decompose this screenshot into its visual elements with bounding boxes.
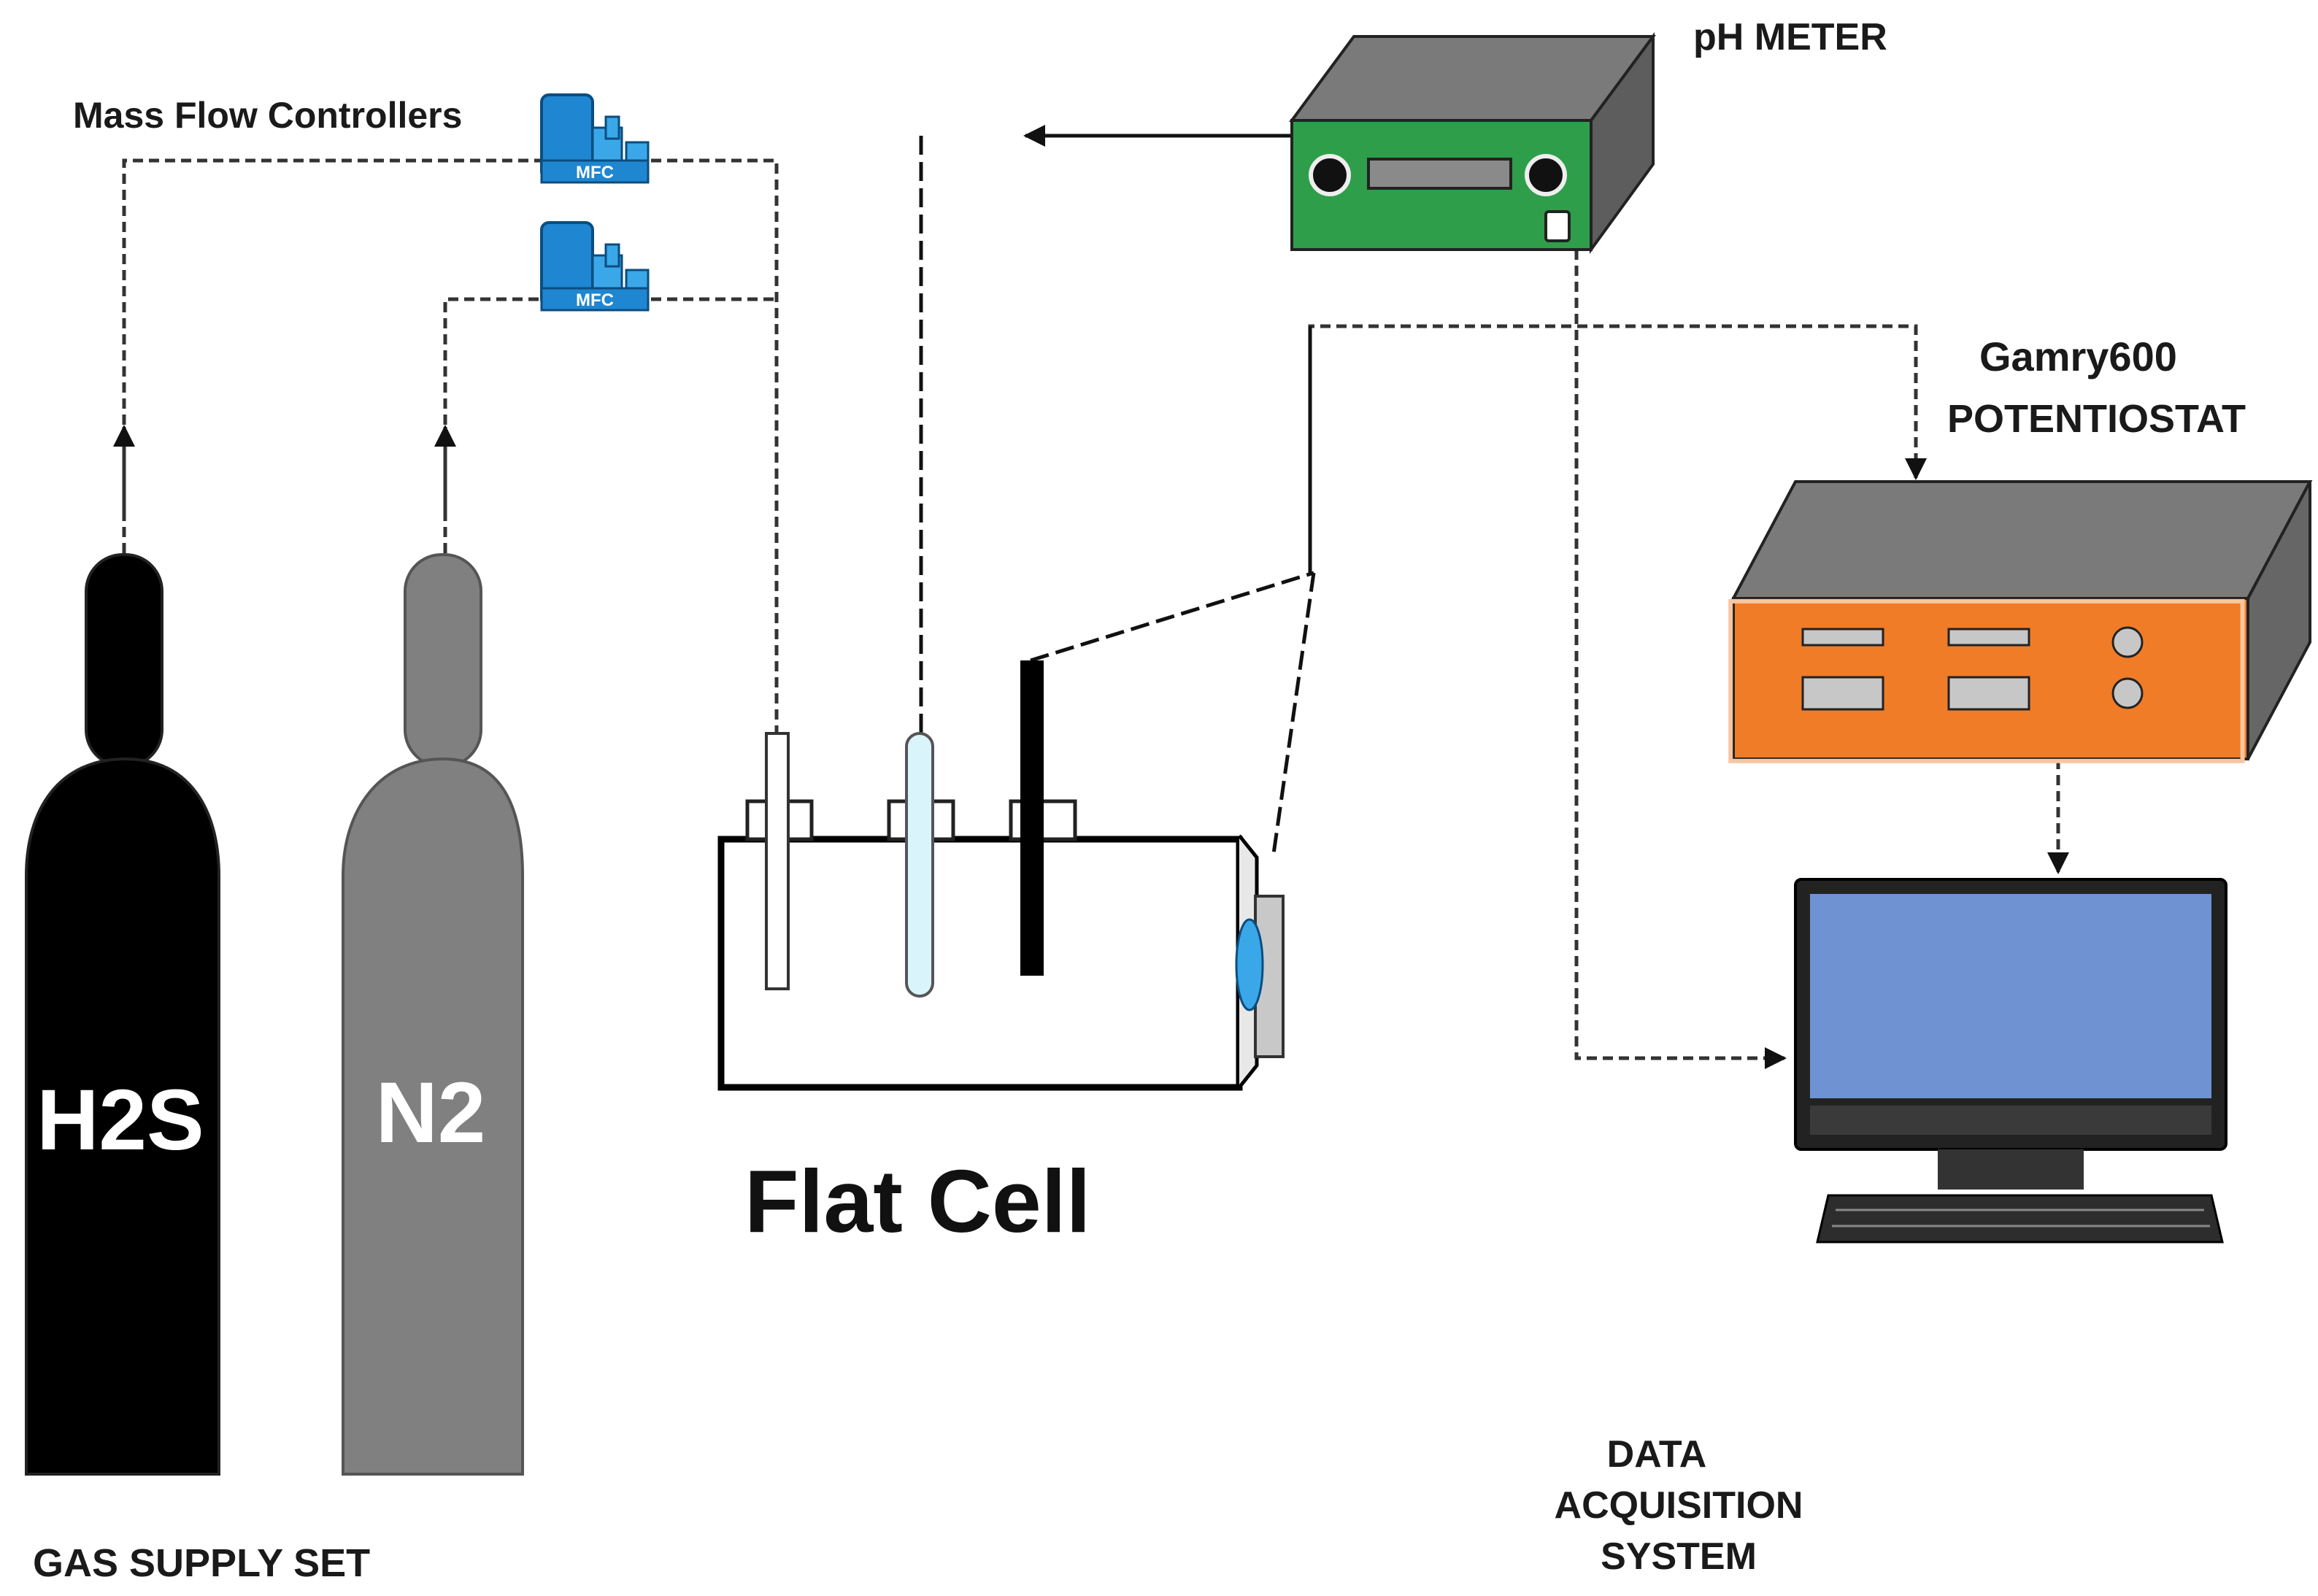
gas-supply-set-label: GAS SUPPLY SET [33, 1541, 370, 1585]
gamry-model-label: Gamry600 [1979, 334, 2177, 379]
data-acquisition-label-line2: ACQUISITION [1555, 1484, 1803, 1527]
working-electrode-wire [1030, 571, 1314, 663]
ph-meter-knob-right [1525, 154, 1567, 196]
h2s-cylinder: H2S [25, 553, 220, 1476]
connection-lines [113, 125, 2069, 1069]
h2s-gas-line [122, 158, 540, 553]
computer [1794, 878, 2227, 1244]
monitor-stand [1938, 1149, 2084, 1190]
potentiostat [1728, 480, 2313, 763]
ph-meter [1289, 31, 1656, 255]
mass-flow-controller-bottom: MFC [540, 221, 650, 312]
n2-cylinder: N2 [342, 553, 524, 1476]
ph-meter-label: pH METER [1693, 16, 1887, 58]
keyboard [1816, 1194, 2224, 1244]
ph-meter-display [1367, 158, 1512, 190]
n2-cylinder-label: N2 [376, 1065, 486, 1161]
potentiostat-slot-1 [1801, 628, 1884, 647]
potentiostat-label: POTENTIOSTAT [1947, 397, 2246, 441]
gas-inlet-tube [765, 732, 790, 990]
flat-cell-label: Flat Cell [744, 1152, 1091, 1251]
mass-flow-controller-top: MFC [540, 93, 650, 184]
potentiostat-cable-line [1308, 324, 1927, 573]
mfc-bottom-label: MFC [576, 290, 614, 310]
working-electrode [1020, 660, 1044, 976]
reference-electrode [905, 732, 934, 998]
mass-flow-controllers-label: Mass Flow Controllers [73, 95, 462, 136]
potentiostat-slot-3 [1801, 676, 1884, 711]
mfc-top-label: MFC [576, 163, 614, 182]
flat-cell-body [717, 836, 1243, 1091]
monitor-screen [1810, 894, 2211, 1098]
flat-cell [717, 660, 1285, 1091]
potentiostat-knob-1 [2111, 626, 2144, 658]
data-acquisition-label-line1: DATA [1607, 1433, 1707, 1476]
data-acquisition-label-line3: SYSTEM [1601, 1535, 1757, 1578]
n2-gas-line [443, 297, 540, 553]
specimen-window [1235, 918, 1264, 1011]
h2s-cylinder-label: H2S [36, 1072, 204, 1168]
ph-meter-knob-left [1309, 154, 1351, 196]
window-wire [1271, 572, 1316, 855]
ph-to-computer-line [1574, 250, 1787, 1069]
mfc-outlet-line-top [635, 158, 779, 737]
potentiostat-slot-2 [1947, 628, 2030, 647]
potentiostat-slot-4 [1947, 676, 2030, 711]
potentiostat-knob-2 [2111, 677, 2144, 709]
ph-meter-connector [1544, 210, 1571, 242]
